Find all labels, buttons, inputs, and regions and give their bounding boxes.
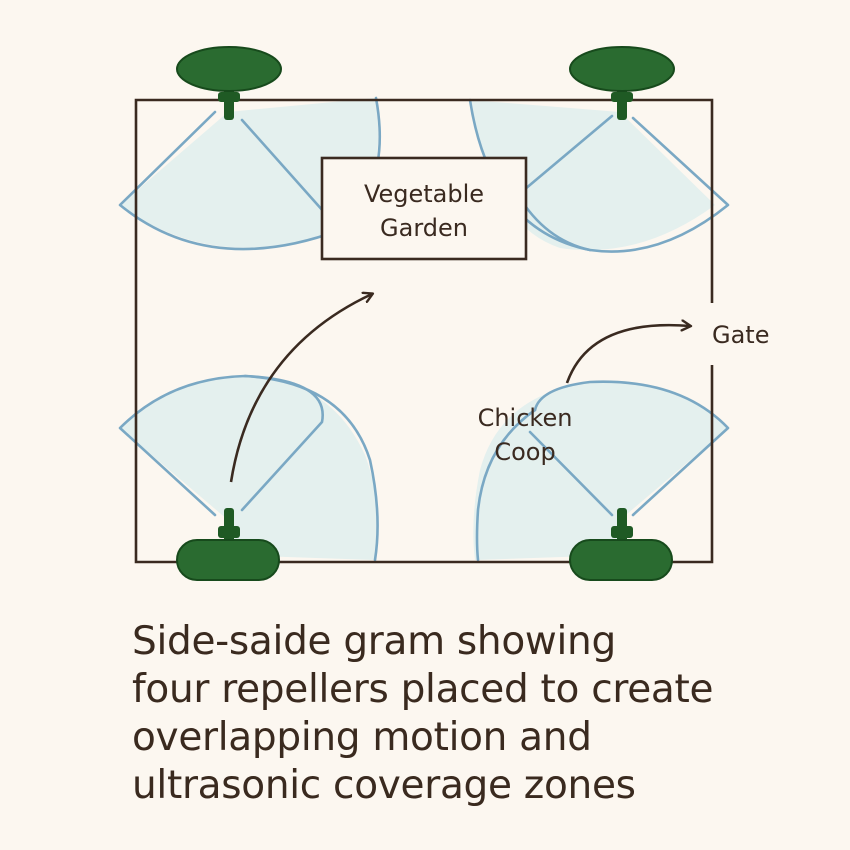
coverage-edge-bottom-right	[528, 380, 730, 517]
garden-label-line2: Garden	[380, 214, 468, 242]
caption-line-3: overlapping motion and	[132, 715, 592, 760]
diagram-caption: Side-saide gram showing four repellers p…	[132, 618, 832, 810]
gate-label: Gate	[712, 321, 769, 349]
garden-label-line1: Vegetable	[364, 180, 484, 208]
repeller-icon	[569, 508, 673, 581]
coverage-arc-bottom-left	[243, 374, 379, 562]
repeller-icon	[569, 46, 675, 120]
repeller-icon	[176, 508, 280, 581]
coverage-zone-top-left	[120, 98, 379, 248]
coverage-edge-top-right	[516, 114, 730, 253]
yard-diagram: Vegetable Garden Chicken Coop Gate	[118, 46, 769, 581]
coop-label-line1: Chicken	[478, 404, 573, 432]
caption-line-4: ultrasonic coverage zones	[132, 763, 636, 808]
repeller-icon	[176, 46, 282, 120]
arrow-icon	[565, 325, 690, 384]
coverage-zone-bottom-left	[120, 375, 379, 560]
coop-label-line2: Coop	[494, 438, 555, 466]
coverage-arc-bottom-right	[475, 408, 537, 562]
caption-line-1: Side-saide gram showing	[132, 619, 616, 664]
yard-fence	[134, 98, 714, 564]
caption-line-2: four repellers placed to create	[132, 667, 714, 712]
vegetable-garden-box	[320, 156, 528, 261]
arrow-icon	[229, 294, 372, 483]
coverage-zone-bottom-right	[473, 381, 728, 560]
